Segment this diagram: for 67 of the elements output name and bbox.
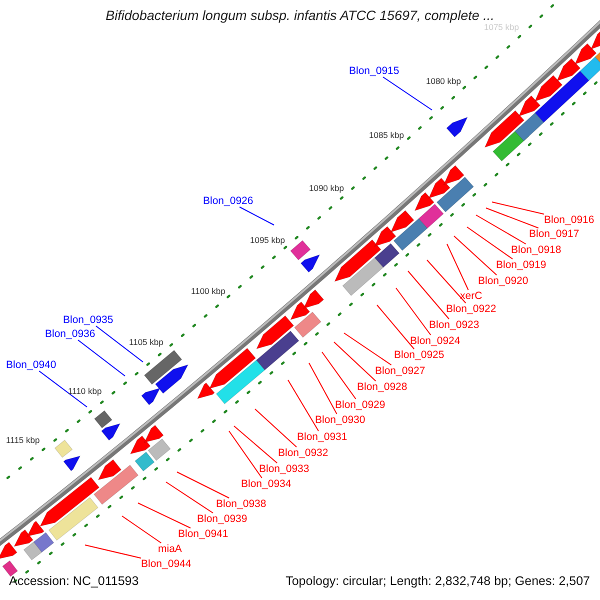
- map-title: Bifidobacterium longum subsp. infantis ATCC 15697, complete ...: [104, 8, 496, 23]
- leader-line: [308, 362, 338, 414]
- gene-label: Blon_0918: [511, 244, 562, 256]
- leader-line: [476, 214, 526, 244]
- scale-label: 1100 kbp: [191, 286, 226, 296]
- gene-label: Blon_0925: [394, 349, 444, 361]
- leader-line: [454, 236, 498, 276]
- leader-line: [84, 544, 142, 559]
- gene-label: Blon_0926: [203, 195, 254, 207]
- leader-line: [166, 482, 214, 514]
- leader-line: [426, 260, 466, 304]
- gene-label: Blon_0938: [216, 498, 266, 510]
- leader-line: [138, 502, 191, 528]
- gene-label: Blon_0935: [63, 314, 114, 326]
- gene-label: Blon_0924: [410, 335, 460, 347]
- gene-label: Blon_0936: [45, 328, 96, 340]
- gene-label: Blon_0919: [496, 259, 546, 271]
- leader-line: [446, 244, 469, 290]
- gene-label: xerC: [460, 290, 482, 302]
- accession-text: Accession: NC_011593: [9, 574, 139, 588]
- scale-label: 1095 kbp: [250, 235, 285, 245]
- leader-line: [376, 304, 415, 350]
- gene-label: Blon_0922: [446, 303, 496, 315]
- leader-line: [122, 516, 162, 544]
- gene-label: Blon_0932: [278, 447, 328, 459]
- gene-label: Blon_0928: [357, 381, 408, 393]
- gene-label: Blon_0917: [529, 228, 580, 240]
- leader-line: [38, 370, 88, 408]
- scale-label: 1090 kbp: [309, 183, 344, 193]
- leader-line: [486, 208, 539, 228]
- gene-label: Blon_0920: [478, 275, 528, 287]
- gene-label: Blon_0916: [544, 214, 594, 226]
- gene-label: Blon_0927: [375, 365, 426, 377]
- leader-line: [96, 326, 144, 362]
- scale-label: 1105 kbp: [129, 337, 164, 347]
- scale-label: 1115 kbp: [6, 435, 40, 445]
- gene-label: miaA: [158, 543, 182, 555]
- leader-line: [396, 288, 432, 336]
- leader-line: [408, 270, 450, 320]
- leader-line: [334, 342, 376, 382]
- leader-line: [254, 408, 297, 448]
- gene-label: Blon_0933: [259, 463, 310, 475]
- gene-label: Blon_0931: [297, 431, 348, 443]
- scale-label: 1080 kbp: [426, 76, 461, 86]
- leader-line: [322, 352, 356, 400]
- gene-label: Blon_0941: [178, 528, 228, 540]
- gene-label: Blon_0929: [335, 399, 386, 411]
- scale-label: 1110 kbp: [68, 386, 102, 396]
- leader-line: [382, 76, 432, 110]
- genome-summary-text: Topology: circular; Length: 2,832,748 bp; Genes: 2,507: [286, 574, 590, 588]
- leader-line: [239, 206, 274, 226]
- leader-line: [228, 430, 262, 478]
- gene-label: Blon_0944: [141, 558, 192, 570]
- leader-line: [234, 426, 278, 464]
- leader-line: [78, 340, 126, 376]
- leader-line: [288, 380, 319, 432]
- scale-label: 1085 kbp: [369, 130, 404, 140]
- gene-label: Blon_0915: [349, 65, 400, 77]
- gene-label: Blon_0940: [6, 359, 56, 371]
- leader-line: [344, 332, 392, 366]
- gene-label: Blon_0939: [197, 513, 248, 525]
- leader-line: [492, 202, 544, 215]
- gene-label: Blon_0930: [315, 414, 366, 426]
- gene-label: Blon_0934: [241, 478, 292, 490]
- leader-line: [466, 226, 514, 260]
- leader-line: [176, 472, 230, 498]
- gene-label: Blon_0923: [429, 319, 480, 331]
